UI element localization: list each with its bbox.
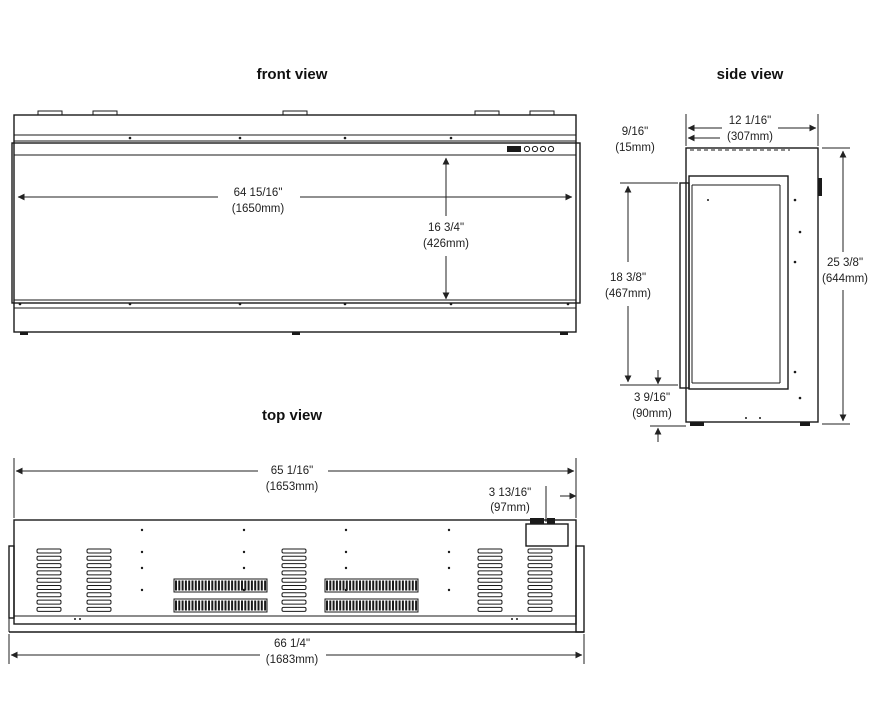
vent-louver bbox=[36, 563, 62, 569]
vent-louver bbox=[36, 577, 62, 583]
vent-louver bbox=[86, 563, 112, 569]
top-offset-metric: (97mm) bbox=[490, 502, 530, 514]
vent-louver bbox=[477, 570, 503, 576]
heater-grille bbox=[173, 598, 268, 613]
vent-louver bbox=[86, 548, 112, 554]
front-view-drawing bbox=[11, 110, 581, 335]
vent-louver bbox=[281, 548, 307, 554]
vent-louver bbox=[36, 592, 62, 598]
side-depth-imperial: 12 1/16" bbox=[729, 115, 771, 127]
vent-louver bbox=[281, 592, 307, 598]
front-width-imperial: 64 15/16" bbox=[234, 187, 283, 199]
vent-louver bbox=[527, 599, 553, 605]
vent-louver bbox=[477, 563, 503, 569]
side-base-height-imperial: 3 9/16" bbox=[634, 392, 670, 404]
top-view-title: top view bbox=[262, 407, 322, 424]
vent-louver bbox=[281, 555, 307, 561]
vent-louver bbox=[527, 563, 553, 569]
vent-louver bbox=[527, 555, 553, 561]
vent-louver bbox=[477, 548, 503, 554]
side-offset-imperial: 9/16" bbox=[622, 126, 648, 138]
vent-louver bbox=[477, 599, 503, 605]
heater-grille bbox=[324, 598, 419, 613]
top-view-drawing bbox=[8, 518, 585, 633]
top-total-width-imperial: 66 1/4" bbox=[274, 638, 310, 650]
side-depth-metric: (307mm) bbox=[727, 131, 773, 143]
vent-louver bbox=[86, 555, 112, 561]
vent-louver bbox=[527, 585, 553, 590]
vent-louver bbox=[86, 606, 112, 612]
vent-louver bbox=[281, 599, 307, 605]
vent-louver bbox=[477, 555, 503, 561]
side-offset-metric: (15mm) bbox=[615, 142, 655, 154]
heater-grille bbox=[324, 578, 419, 593]
vent-louver bbox=[477, 606, 503, 612]
top-width-metric: (1653mm) bbox=[266, 481, 319, 493]
front-view-title: front view bbox=[257, 66, 328, 83]
side-total-height-imperial: 25 3/8" bbox=[827, 257, 863, 269]
vent-louver bbox=[527, 592, 553, 598]
vent-louver bbox=[86, 577, 112, 583]
top-width-imperial: 65 1/16" bbox=[271, 465, 313, 477]
top-total-width-metric: (1683mm) bbox=[266, 654, 319, 666]
front-width-metric: (1650mm) bbox=[232, 203, 285, 215]
front-height-metric: (426mm) bbox=[423, 238, 469, 250]
vent-louver bbox=[36, 555, 62, 561]
side-opening-height-metric: (467mm) bbox=[605, 288, 651, 300]
vent-louver bbox=[527, 548, 553, 554]
vent-louver bbox=[86, 592, 112, 598]
vent-louver bbox=[36, 585, 62, 590]
front-height-imperial: 16 3/4" bbox=[428, 222, 464, 234]
vent-louver bbox=[86, 585, 112, 590]
vent-louver bbox=[527, 606, 553, 612]
vent-louver bbox=[527, 577, 553, 583]
vent-louver bbox=[36, 570, 62, 576]
vent-louver bbox=[281, 606, 307, 612]
top-offset-imperial: 3 13/16" bbox=[489, 487, 531, 499]
side-total-height-metric: (644mm) bbox=[822, 273, 868, 285]
heater-grille bbox=[173, 578, 268, 593]
vent-louver bbox=[36, 548, 62, 554]
vent-louver bbox=[477, 585, 503, 590]
vent-louver bbox=[36, 606, 62, 612]
vent-louver bbox=[86, 599, 112, 605]
vent-louver bbox=[281, 570, 307, 576]
side-view-drawing bbox=[679, 147, 822, 426]
vent-louver bbox=[281, 563, 307, 569]
vent-louver bbox=[281, 577, 307, 583]
vent-louver bbox=[527, 570, 553, 576]
vent-louver bbox=[477, 577, 503, 583]
vent-louver bbox=[86, 570, 112, 576]
vent-louver bbox=[477, 592, 503, 598]
vent-louver bbox=[281, 585, 307, 590]
side-base-height-metric: (90mm) bbox=[632, 408, 672, 420]
side-opening-height-imperial: 18 3/8" bbox=[610, 272, 646, 284]
side-view-title: side view bbox=[717, 66, 784, 83]
vent-louver bbox=[36, 599, 62, 605]
